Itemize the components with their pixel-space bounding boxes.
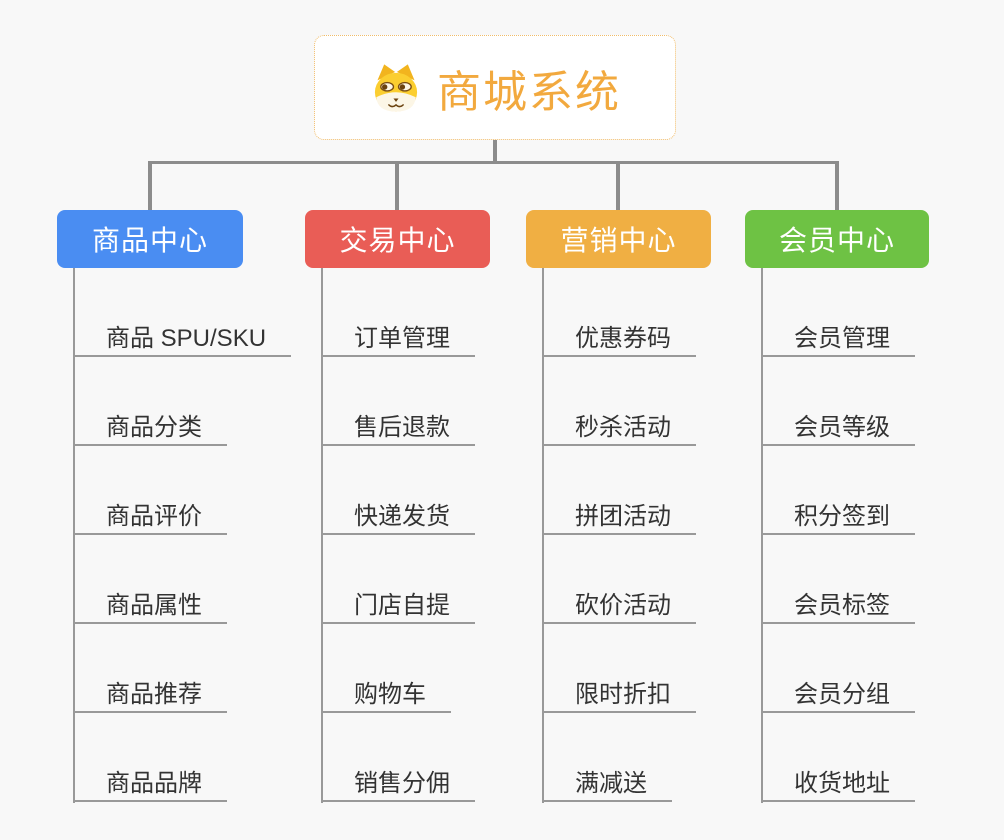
child-topic[interactable]: 商品推荐	[73, 674, 227, 713]
child-topic[interactable]: 商品 SPU/SKU	[73, 318, 292, 357]
child-topic[interactable]: 优惠券码	[542, 318, 696, 357]
child-topic[interactable]: 积分签到	[761, 496, 915, 535]
child-topic[interactable]: 商品属性	[73, 585, 227, 624]
child-topic[interactable]: 门店自提	[321, 585, 475, 624]
child-topic[interactable]: 满减送	[542, 763, 672, 802]
child-topic[interactable]: 订单管理	[321, 318, 475, 357]
branch-trade-center: 交易中心 订单管理 售后退款 快递发货 门店自提 购物车 销售分佣	[305, 210, 565, 830]
branch-label: 商品中心	[91, 225, 208, 256]
child-topic[interactable]: 拼团活动	[542, 496, 696, 535]
branch-spine	[542, 268, 544, 803]
root-node[interactable]: 商城系统	[314, 35, 676, 140]
branch-node-marketing-center[interactable]: 营销中心	[526, 210, 711, 268]
branch-label: 交易中心	[339, 225, 456, 256]
child-topic[interactable]: 售后退款	[321, 407, 475, 446]
branch-spine	[73, 268, 75, 803]
connector-drop-3	[616, 161, 620, 210]
branch-label: 会员中心	[778, 225, 895, 256]
child-topic[interactable]: 限时折扣	[542, 674, 696, 713]
child-topic[interactable]: 会员标签	[761, 585, 915, 624]
child-topic[interactable]: 商品评价	[73, 496, 227, 535]
child-topic[interactable]: 销售分佣	[321, 763, 475, 802]
connector-drop-1	[148, 161, 152, 210]
connector-drop-2	[395, 161, 399, 210]
child-topic[interactable]: 收货地址	[761, 763, 915, 802]
child-topic[interactable]: 砍价活动	[542, 585, 696, 624]
branch-node-trade-center[interactable]: 交易中心	[305, 210, 490, 268]
child-topic[interactable]: 快递发货	[321, 496, 475, 535]
connector-horizontal-rail	[148, 161, 839, 164]
doge-icon	[369, 61, 423, 115]
child-topic[interactable]: 商品品牌	[73, 763, 227, 802]
branch-spine	[321, 268, 323, 803]
branch-label: 营销中心	[560, 225, 677, 256]
branch-product-center: 商品中心 商品 SPU/SKU 商品分类 商品评价 商品属性 商品推荐 商品品牌	[57, 210, 317, 830]
branch-node-product-center[interactable]: 商品中心	[57, 210, 243, 268]
branch-marketing-center: 营销中心 优惠券码 秒杀活动 拼团活动 砍价活动 限时折扣 满减送	[526, 210, 786, 830]
child-topic[interactable]: 秒杀活动	[542, 407, 696, 446]
child-topic[interactable]: 会员分组	[761, 674, 915, 713]
connector-drop-4	[835, 161, 839, 210]
child-topic[interactable]: 购物车	[321, 674, 451, 713]
branch-node-member-center[interactable]: 会员中心	[745, 210, 929, 268]
branch-spine	[761, 268, 763, 803]
connector-root-stem	[493, 138, 497, 163]
root-title: 商城系统	[437, 67, 621, 117]
child-topic[interactable]: 会员等级	[761, 407, 915, 446]
child-topic[interactable]: 商品分类	[73, 407, 227, 446]
branch-member-center: 会员中心 会员管理 会员等级 积分签到 会员标签 会员分组 收货地址	[745, 210, 1004, 830]
child-topic[interactable]: 会员管理	[761, 318, 915, 357]
